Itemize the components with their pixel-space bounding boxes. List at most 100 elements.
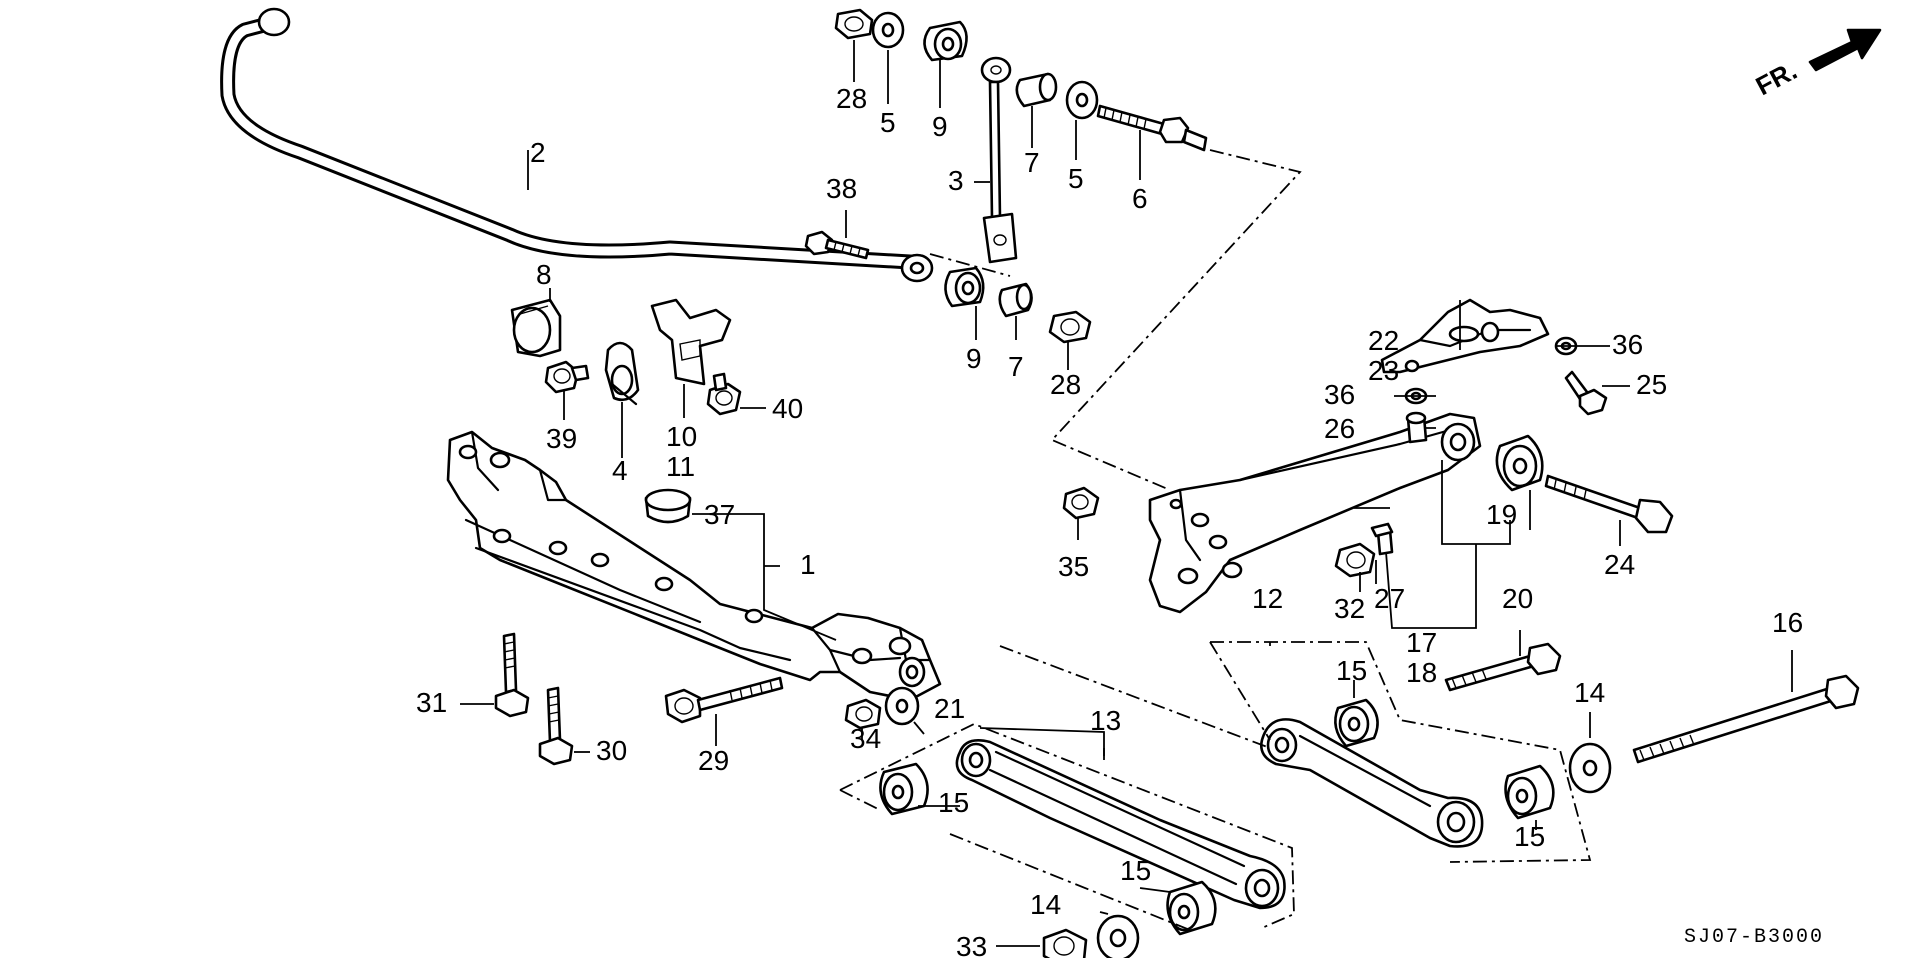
label-33: 33: [956, 931, 987, 958]
label-31: 31: [416, 687, 447, 718]
label-9-lower: 9: [966, 343, 982, 374]
bolt-39[interactable]: [544, 360, 590, 394]
direction-label: FR.: [1751, 55, 1802, 101]
label-15-c: 15: [938, 787, 969, 818]
lower-arm-12[interactable]: [1260, 718, 1484, 848]
bushing-15-a[interactable]: [1334, 698, 1379, 748]
label-8: 8: [536, 259, 552, 290]
label-36-left: 36: [1324, 379, 1355, 410]
part-number-labels: 2 28 5 9 7 5 6 3 38 8 9 7 28 39 4 10 11 …: [416, 83, 1824, 958]
label-39: 39: [546, 423, 577, 454]
bolt-16[interactable]: [1632, 674, 1860, 764]
nut-28-top[interactable]: [834, 8, 874, 40]
label-28-lower: 28: [1050, 369, 1081, 400]
label-7-lower: 7: [1008, 351, 1024, 382]
cap-37[interactable]: [644, 488, 692, 524]
label-29: 29: [698, 745, 729, 776]
label-40: 40: [772, 393, 803, 424]
label-26: 26: [1324, 413, 1355, 444]
label-4: 4: [612, 455, 628, 486]
washer-21[interactable]: [884, 686, 920, 726]
lower-arm-13[interactable]: [955, 739, 1286, 910]
bracket-22-23[interactable]: [1380, 298, 1550, 374]
label-3: 3: [948, 165, 964, 196]
label-27: 27: [1374, 583, 1405, 614]
label-20: 20: [1502, 583, 1533, 614]
label-13: 13: [1090, 705, 1121, 736]
label-5-top: 5: [880, 107, 896, 138]
bolt-27[interactable]: [1370, 522, 1394, 556]
label-34: 34: [850, 723, 881, 754]
label-1: 1: [800, 549, 816, 580]
bolt-24[interactable]: [1544, 474, 1674, 534]
bolt-30[interactable]: [538, 686, 574, 766]
label-9-top: 9: [932, 111, 948, 142]
bolt-40[interactable]: [706, 372, 742, 416]
label-6: 6: [1132, 183, 1148, 214]
washer-5-top[interactable]: [871, 11, 905, 49]
label-15-a: 15: [1336, 655, 1367, 686]
stabilizer-link-3[interactable]: [980, 56, 1018, 264]
dashed-group-outlines: [839, 149, 1592, 931]
bolt-25[interactable]: [1564, 370, 1608, 416]
label-5-right: 5: [1068, 163, 1084, 194]
bushing-9-lower[interactable]: [944, 266, 985, 308]
label-2: 2: [530, 137, 546, 168]
label-32: 32: [1334, 593, 1365, 624]
leader-lines: [460, 40, 1793, 947]
washer-14-right[interactable]: [1568, 742, 1612, 794]
washer-5-right[interactable]: [1065, 80, 1099, 120]
label-19: 19: [1486, 499, 1517, 530]
label-38: 38: [826, 173, 857, 204]
label-7-top: 7: [1024, 147, 1040, 178]
label-37: 37: [704, 499, 735, 530]
bolt-31[interactable]: [494, 632, 530, 718]
label-18: 18: [1406, 657, 1437, 688]
collar-7-lower[interactable]: [998, 282, 1033, 318]
bolt-38[interactable]: [804, 230, 870, 260]
label-30: 30: [596, 735, 627, 766]
trailing-arm[interactable]: [1148, 412, 1482, 614]
label-23: 23: [1368, 355, 1399, 386]
bushing-8[interactable]: [510, 298, 562, 358]
label-28-top: 28: [836, 83, 867, 114]
label-10: 10: [666, 421, 697, 452]
bolt-6[interactable]: [1096, 104, 1208, 152]
bushing-15-d[interactable]: [1166, 880, 1217, 936]
nut-33[interactable]: [1042, 928, 1088, 958]
label-14-right: 14: [1574, 677, 1605, 708]
front-direction-arrow-icon: FR.: [1751, 28, 1882, 101]
nut-32[interactable]: [1334, 542, 1376, 578]
label-15-b: 15: [1514, 821, 1545, 852]
label-15-d: 15: [1120, 855, 1151, 886]
label-22: 22: [1368, 325, 1399, 356]
nut-35[interactable]: [1062, 486, 1100, 520]
washer-14-lower[interactable]: [1096, 914, 1140, 958]
label-25: 25: [1636, 369, 1667, 400]
bolt-20-18[interactable]: [1444, 642, 1562, 692]
label-17: 17: [1406, 627, 1437, 658]
label-21: 21: [934, 693, 965, 724]
label-14-lower: 14: [1030, 889, 1061, 920]
bracket-10-11[interactable]: [650, 298, 732, 386]
stabilizer-bar[interactable]: [220, 7, 934, 283]
bushing-15-c[interactable]: [879, 762, 929, 816]
bolt-29[interactable]: [664, 676, 784, 724]
bushing-9-top[interactable]: [923, 20, 968, 62]
label-11: 11: [666, 451, 695, 482]
nut-28-lower[interactable]: [1048, 310, 1092, 344]
clamp-4[interactable]: [604, 341, 640, 406]
label-12: 12: [1252, 583, 1283, 614]
label-35: 35: [1058, 551, 1089, 582]
label-16: 16: [1772, 607, 1803, 638]
bolt-26[interactable]: [1405, 411, 1428, 444]
bushing-15-b[interactable]: [1504, 764, 1555, 820]
diagram-code: SJ07-B3000: [1684, 926, 1824, 949]
nut-34[interactable]: [844, 698, 882, 730]
collar-7-top[interactable]: [1015, 72, 1058, 108]
bushing-19[interactable]: [1495, 434, 1544, 492]
label-36-right: 36: [1612, 329, 1643, 360]
label-24: 24: [1604, 549, 1635, 580]
